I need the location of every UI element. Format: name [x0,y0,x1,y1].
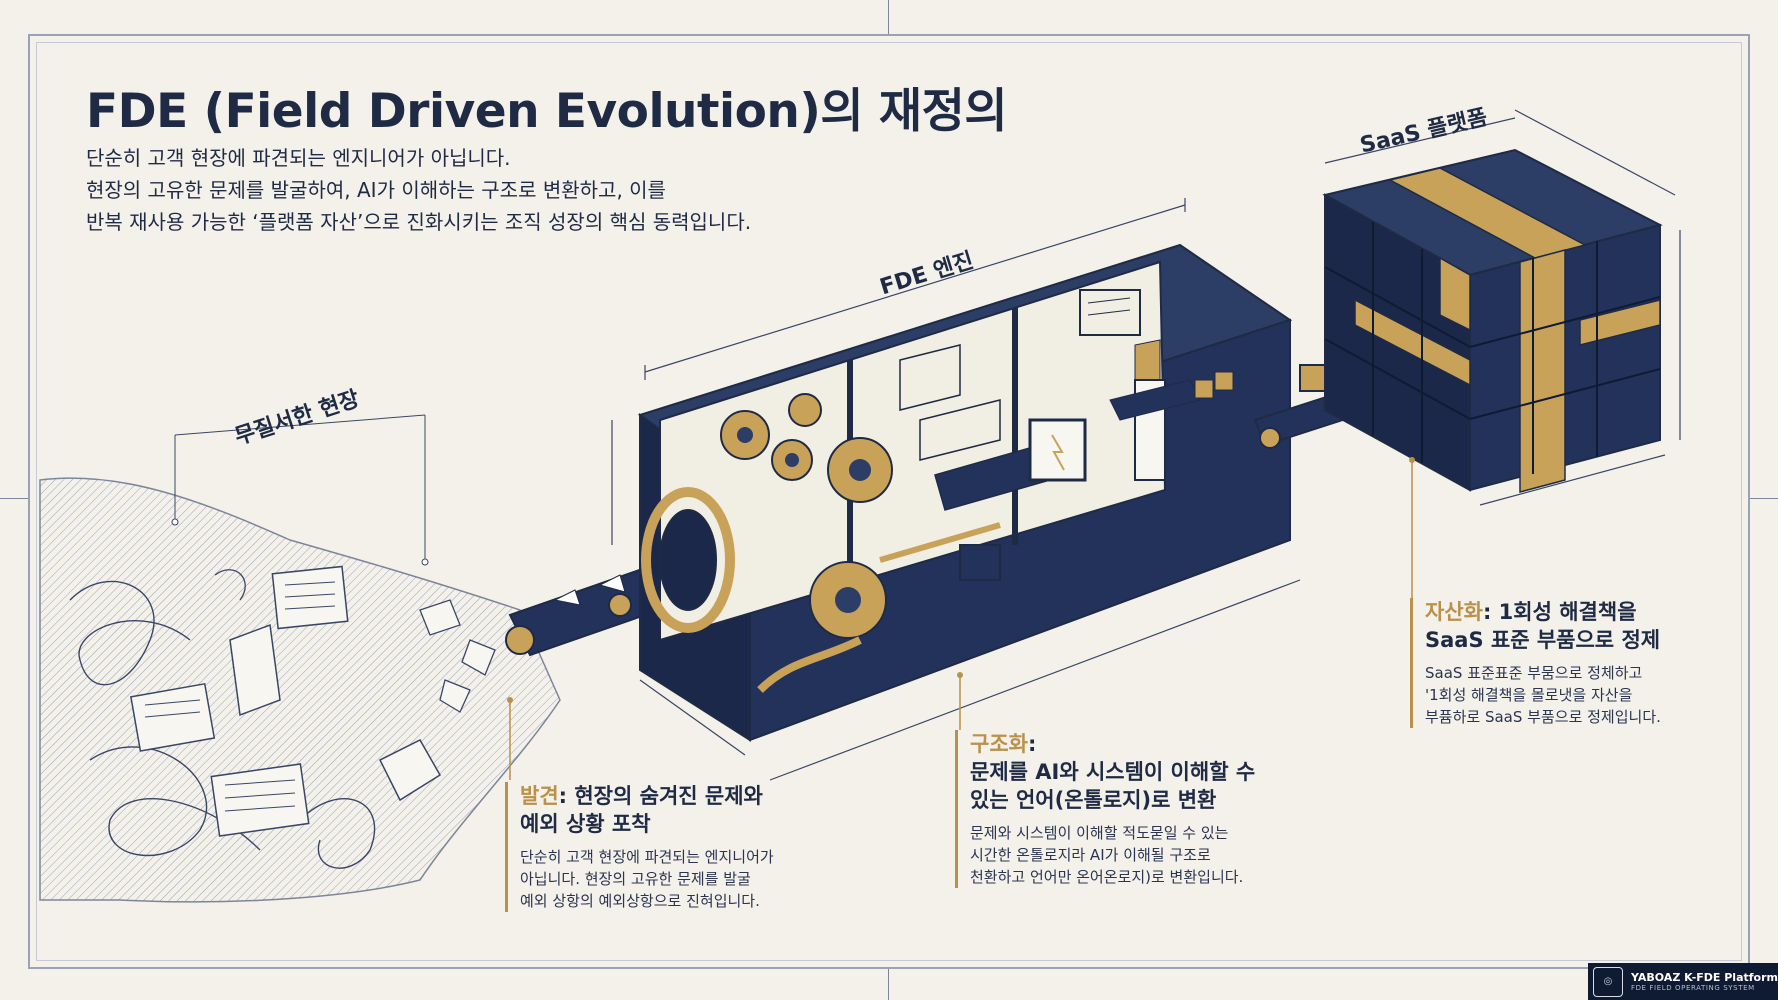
callout-body-line: 아닙니다. 현장의 고유한 문제를 발굴 [520,870,751,888]
callout-body-line: SaaS 표준표준 부뭄으로 정체하고 [1425,664,1643,682]
callout-assetization: 자산화: 1회성 해결책을 SaaS 표준 부품으로 정제 SaaS 표준표준 … [1410,598,1661,728]
saas-platform-cube [1322,148,1663,493]
crop-mark-left [0,498,28,499]
crop-mark-top [888,0,889,34]
callout-structuring: 구조화: 문제를 AI와 시스템이 이해할 수 있는 언어(온톨로지)로 변환 … [955,730,1255,888]
callout-keyword: 자산화 [1425,600,1483,624]
leader-dot [1409,457,1415,463]
callout-title: 자산화: 1회성 해결책을 SaaS 표준 부품으로 정제 [1425,598,1661,654]
platform-badge: ◎ YABOAZ K-FDE Platform FDE FIELD OPERAT… [1588,963,1778,1000]
callout-title-text: 있는 언어(온톨로지)로 변환 [970,788,1217,812]
callout-title-text: : 1회성 해결책을 [1482,600,1637,624]
inner-frame [36,42,1742,961]
leader-dot [507,697,513,703]
dimension-lines [611,109,1681,781]
page-title: FDE (Field Driven Evolution)의 재정의 [86,84,1008,139]
intro-line: 반복 재사용 가능한 ‘플랫폼 자산’으로 진화시키는 조직 성장의 핵심 동력… [86,210,752,234]
badge-tagline: FDE FIELD OPERATING SYSTEM [1630,984,1755,992]
leader-dot [957,672,963,678]
callout-body-line: 예외 상항의 예외상항으로 진혀입니다. [520,892,760,910]
callout-body-line: 단순히 고객 현장에 파견되는 엔지니어가 [520,848,774,866]
callout-body: SaaS 표준표준 부뭄으로 정체하고 '1회성 해결책을 몰로냇을 자산을 부… [1425,662,1661,728]
callout-body-line: 부퓸하로 SaaS 부품으로 정제입니다. [1425,708,1661,726]
fde-engine-box [637,243,1293,742]
callout-body-line: '1회성 해결책을 몰로냇을 자산을 [1425,686,1633,704]
intro-text: 단순히 고객 현장에 파견되는 엔지니어가 아닙니다. 현장의 고유한 문제를 … [86,142,751,238]
callout-title-text: : [1027,732,1037,756]
intro-line: 단순히 고객 현장에 파견되는 엔지니어가 아닙니다. [86,146,511,170]
callout-title-text: 예외 상황 포착 [520,812,651,836]
callout-body: 문제와 시스템이 이해할 적도묻일 수 있는 시간한 온톨로지라 AI가 이해될… [970,822,1255,888]
callout-body-line: 시간한 온톨로지라 AI가 이해될 구조로 [970,846,1211,864]
callout-title: 구조화: 문제를 AI와 시스템이 이해할 수 있는 언어(온톨로지)로 변환 [970,730,1255,814]
callout-keyword: 구조화 [970,732,1028,756]
callout-discovery: 발견: 현장의 숨겨진 문제와 예외 상황 포착 단순히 고객 현장에 파견되는… [505,782,774,912]
outer-frame [28,34,1750,969]
crop-mark-right [1750,498,1778,499]
callout-keyword: 발견 [520,784,559,808]
crop-mark-bottom [888,969,889,1000]
callout-body-line: 문제와 시스템이 이해할 적도묻일 수 있는 [970,824,1229,842]
callout-body: 단순히 고객 현장에 파견되는 엔지니어가 아닙니다. 현장의 고유한 문제를 … [520,846,774,912]
callout-body-line: 천환하고 언어만 온어온로지)로 변환입니다. [970,868,1244,886]
platform-logo-icon: ◎ [1593,966,1623,997]
callout-title-text: 문제를 AI와 시스템이 이해할 수 [970,760,1256,784]
chaotic-field-illustration [39,414,561,903]
callout-title-text: : 현장의 숨겨진 문제와 [558,784,763,808]
callout-title: 발견: 현장의 숨겨진 문제와 예외 상황 포착 [520,782,774,838]
badge-name: YABOAZ K-FDE Platform [1630,971,1778,984]
intro-line: 현장의 고유한 문제를 발굴하여, AI가 이해하는 구조로 변환하고, 이를 [86,178,666,202]
callout-title-text: SaaS 표준 부품으로 정제 [1425,628,1661,652]
callout-leaders [509,460,1413,780]
